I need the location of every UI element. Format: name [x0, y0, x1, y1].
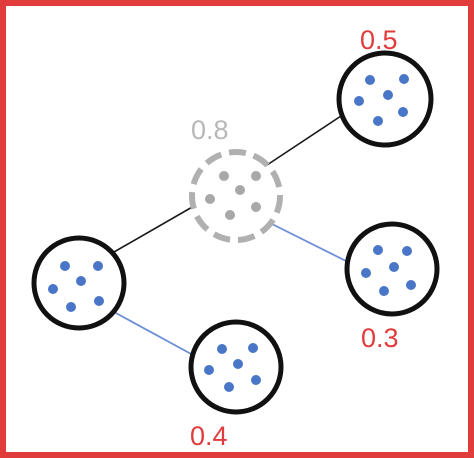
- node-top-right-dot: [399, 74, 409, 84]
- node-left-dot: [66, 302, 76, 312]
- node-top-right-dot: [365, 75, 375, 85]
- node-top-right: [336, 50, 434, 148]
- node-bottom-dot: [217, 344, 227, 354]
- node-center-dot: [219, 171, 229, 181]
- node-top-right-dot: [373, 116, 383, 126]
- label-top-right-value: 0.5: [360, 25, 398, 55]
- node-center-dot: [225, 210, 235, 220]
- label-center-value: 0.8: [191, 115, 229, 145]
- label-mid-right-value: 0.3: [361, 323, 399, 353]
- label-bottom-value: 0.4: [190, 421, 228, 451]
- node-left-dot: [93, 261, 103, 271]
- node-center-dot: [251, 171, 261, 181]
- node-mid-right-dot: [361, 268, 371, 278]
- node-top-right-dot: [383, 90, 393, 100]
- node-top-right-dot: [354, 96, 364, 106]
- node-bottom-dot: [224, 382, 234, 392]
- edge-center-mid-right: [267, 221, 349, 263]
- node-center-dot: [205, 194, 215, 204]
- edge-center-left: [113, 205, 195, 253]
- node-bottom-dot: [233, 359, 243, 369]
- node-bottom: [188, 319, 284, 415]
- node-center: [189, 149, 283, 243]
- node-left: [31, 235, 127, 331]
- node-bottom-dot: [248, 343, 258, 353]
- node-top-right-dot: [398, 107, 408, 117]
- node-left-dot: [76, 276, 86, 286]
- edge-left-bottom: [113, 311, 194, 356]
- node-mid-right-dot: [402, 246, 412, 256]
- node-center-dot: [251, 202, 261, 212]
- node-left-dot: [60, 261, 70, 271]
- node-mid-right-dot: [379, 286, 389, 296]
- node-mid-right-dot: [406, 280, 416, 290]
- node-left-dot: [94, 296, 104, 306]
- edge-center-top-right: [263, 115, 342, 168]
- node-bottom-dot: [251, 375, 261, 385]
- node-mid-right: [344, 221, 440, 317]
- node-bottom-dot: [204, 365, 214, 375]
- node-center-circle: [189, 149, 283, 243]
- node-left-dot: [48, 284, 58, 294]
- node-mid-right-dot: [373, 245, 383, 255]
- node-center-dot: [235, 185, 245, 195]
- node-mid-right-dot: [389, 262, 399, 272]
